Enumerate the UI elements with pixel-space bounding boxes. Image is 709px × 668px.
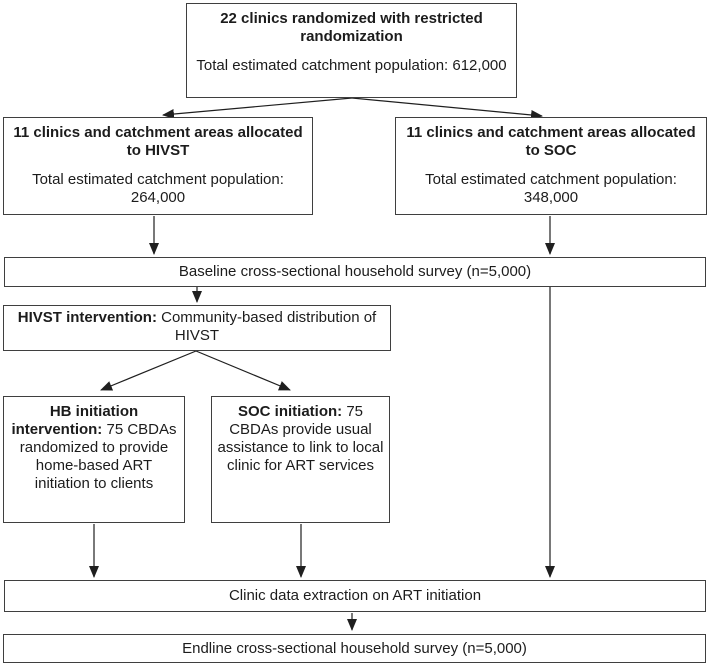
randomized-heading: 22 clinics randomized with restricted ra… bbox=[220, 10, 483, 45]
hivst-intervention-text: Community-based distribution of HIVST bbox=[156, 309, 377, 344]
box-randomized-clinics: 22 clinics randomized with restricted ra… bbox=[186, 3, 517, 98]
box-soc-arm: 11 clinics and catchment areas allocated… bbox=[395, 117, 707, 215]
hivst-intervention-title: HIVST intervention: bbox=[17, 309, 157, 326]
clinic-extraction-label: Clinic data extraction on ART initiation bbox=[228, 587, 482, 604]
arrow-hivst-intervention-to-soc-init bbox=[195, 350, 291, 391]
box-soc-initiation: SOC initiation: 75 CBDAs provide usual a… bbox=[211, 396, 390, 523]
hb-initiation-title: HB initiation intervention: bbox=[11, 403, 139, 438]
soc-arm-heading: 11 clinics and catchment areas allocated… bbox=[406, 124, 696, 159]
arrow-randomized-to-hivst-arm bbox=[162, 97, 353, 119]
hivst-arm-heading: 11 clinics and catchment areas allocated… bbox=[13, 124, 303, 159]
arrow-hivst-intervention-to-hb bbox=[100, 350, 197, 391]
randomized-population: Total estimated catchment population: 61… bbox=[196, 57, 507, 74]
bar-baseline-survey: Baseline cross-sectional household surve… bbox=[4, 257, 706, 287]
bar-endline-survey: Endline cross-sectional household survey… bbox=[3, 634, 706, 663]
box-hivst-intervention: HIVST intervention: Community-based dist… bbox=[3, 305, 391, 351]
bar-clinic-extraction: Clinic data extraction on ART initiation bbox=[4, 580, 706, 612]
soc-initiation-title: SOC initiation: bbox=[237, 403, 343, 420]
box-hb-initiation: HB initiation intervention: 75 CBDAs ran… bbox=[3, 396, 185, 523]
soc-arm-population: Total estimated catchment population: 34… bbox=[425, 171, 677, 206]
hb-initiation-text: 75 CBDAs randomized to provide home-base… bbox=[19, 421, 177, 492]
arrow-randomized-to-soc-arm bbox=[351, 97, 543, 120]
soc-initiation-text: 75 CBDAs provide usual assistance to lin… bbox=[217, 403, 384, 474]
box-hivst-arm: 11 clinics and catchment areas allocated… bbox=[3, 117, 313, 215]
endline-survey-label: Endline cross-sectional household survey… bbox=[182, 639, 527, 657]
hivst-arm-population: Total estimated catchment population: 26… bbox=[32, 171, 284, 206]
baseline-survey-label: Baseline cross-sectional household surve… bbox=[178, 263, 532, 280]
